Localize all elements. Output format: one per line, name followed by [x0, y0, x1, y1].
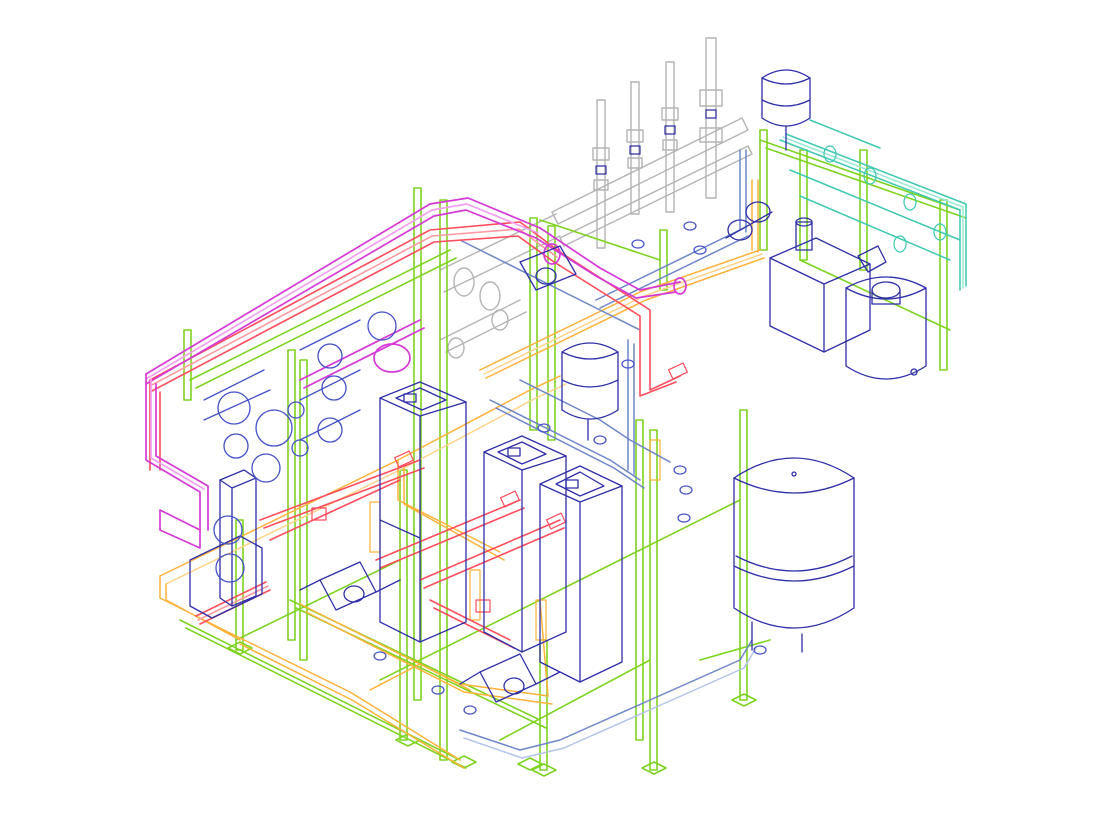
water-treatment-unit: [769, 217, 871, 353]
support-frame: [179, 129, 967, 777]
expansion-vessel-medium: [561, 342, 619, 441]
boiler-3: [539, 465, 623, 683]
frame-rail: [759, 139, 961, 211]
manifold-pipes: [145, 197, 687, 549]
frame-rail: [539, 219, 661, 261]
return-pipes: [459, 149, 757, 759]
gas-riser-3: [661, 61, 679, 213]
boiler-1: [379, 381, 467, 643]
zone-valves: [203, 311, 397, 583]
dosing-lines: [779, 119, 967, 291]
expansion-vessel-top: [761, 69, 811, 151]
circulation-pump-2: [459, 653, 561, 703]
frame-upright: [759, 129, 768, 251]
frame-upright: [287, 349, 296, 641]
frame-upright: [799, 149, 808, 261]
frame-upright: [529, 217, 538, 431]
frame-rail: [765, 147, 967, 219]
frame-rail: [235, 559, 401, 641]
top-pumps: [725, 201, 773, 241]
gas-risers: [439, 37, 753, 359]
frame-foot: [731, 693, 757, 707]
frame-upright: [739, 409, 748, 701]
dosing-tank: [845, 245, 927, 380]
frame-upright: [859, 149, 868, 271]
gas-branch-to-boilers: [439, 213, 561, 353]
frame-upright: [635, 419, 644, 741]
frame-upright: [439, 199, 448, 761]
frame-upright: [413, 187, 422, 701]
frame-foot: [641, 761, 667, 775]
frame-foot: [227, 641, 253, 655]
frame-rail: [699, 639, 771, 661]
inline-valves: [373, 221, 767, 715]
equipment: [189, 69, 927, 703]
gas-header-pipe: [551, 117, 749, 225]
frame-rail: [619, 499, 741, 561]
frame-foot: [395, 733, 421, 747]
frame-rail: [499, 659, 651, 741]
frame-rail: [185, 627, 467, 769]
gas-valves: [595, 109, 717, 175]
frame-rail: [195, 257, 457, 389]
gas-riser-2: [626, 81, 644, 215]
frame-upright: [299, 359, 308, 661]
expansion-vessel-large: [733, 457, 855, 653]
frame-upright: [649, 429, 658, 771]
frame-foot: [517, 757, 543, 771]
hydraulic-separator: [219, 469, 257, 607]
frame-rail: [189, 249, 451, 381]
header-pump: [519, 245, 577, 291]
circulation-pump-1: [299, 561, 401, 611]
gas-valve-cluster: [447, 267, 509, 359]
frame-foot: [531, 763, 557, 777]
boiler-2: [483, 435, 567, 653]
